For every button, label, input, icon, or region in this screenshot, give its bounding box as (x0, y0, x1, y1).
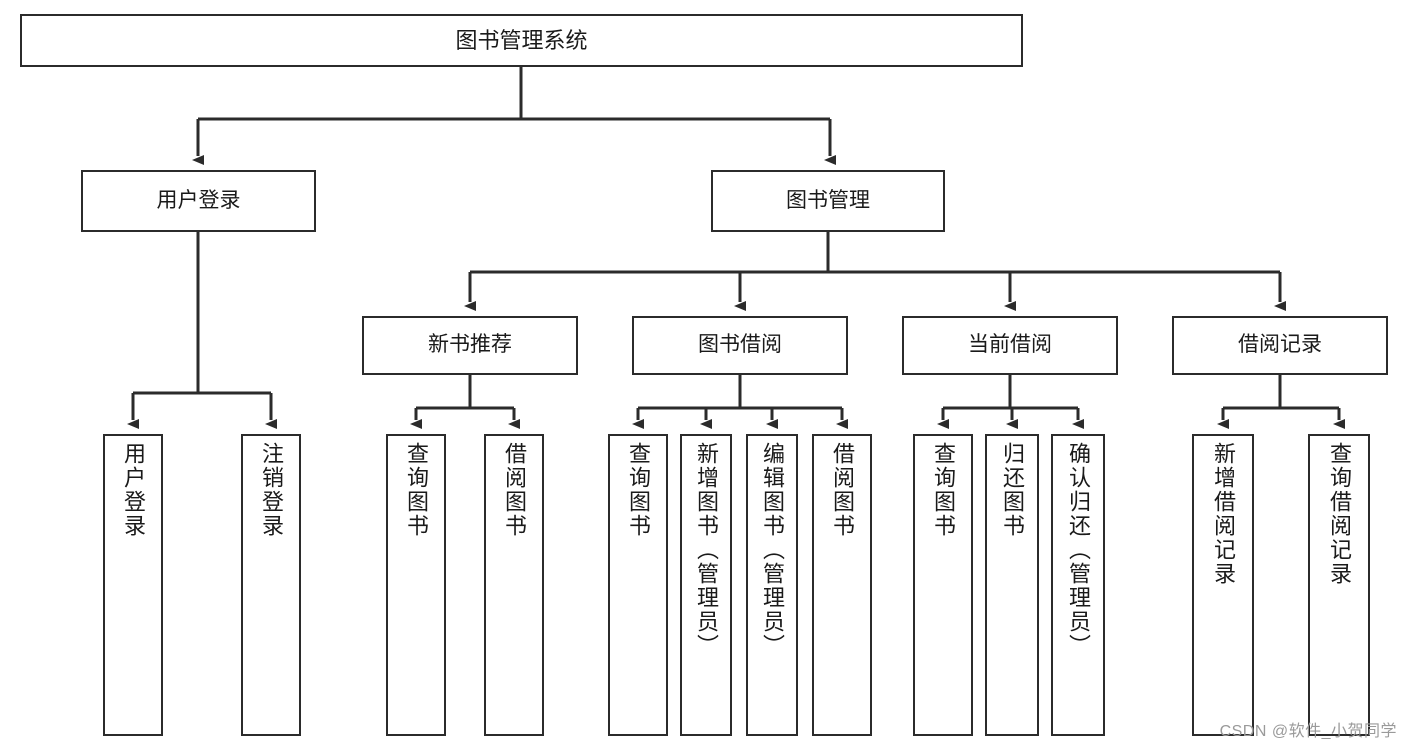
node-leaf-confirm-return[interactable]: 确认归还（管理员） (1051, 434, 1105, 736)
edge-group-user-login (127, 232, 277, 429)
node-leaf-query-book-rec-label: 查询图书 (404, 442, 429, 538)
node-user-login-label: 用户登录 (156, 188, 241, 212)
node-root[interactable]: 图书管理系统 (20, 14, 1023, 67)
node-user-login[interactable]: 用户登录 (81, 170, 316, 232)
node-book-manage-label: 图书管理 (786, 188, 870, 212)
node-leaf-query-book-rec[interactable]: 查询图书 (386, 434, 446, 736)
node-leaf-borrow-book-rec-label: 借阅图书 (502, 442, 527, 538)
node-new-book-rec[interactable]: 新书推荐 (362, 316, 578, 375)
node-borrow-record[interactable]: 借阅记录 (1172, 316, 1388, 375)
node-leaf-edit-book[interactable]: 编辑图书（管理员） (746, 434, 798, 736)
node-root-label: 图书管理系统 (455, 27, 588, 53)
node-leaf-add-book-label: 新增图书（管理员） (694, 442, 719, 658)
node-leaf-query-record-label: 查询借阅记录 (1327, 442, 1352, 586)
node-leaf-return-book[interactable]: 归还图书 (985, 434, 1039, 736)
node-leaf-add-record[interactable]: 新增借阅记录 (1192, 434, 1254, 736)
node-leaf-return-book-label: 归还图书 (1000, 442, 1025, 538)
node-current-borrow-label: 当前借阅 (968, 333, 1052, 357)
node-leaf-borrow-book-rec[interactable]: 借阅图书 (484, 434, 544, 736)
node-current-borrow[interactable]: 当前借阅 (902, 316, 1118, 375)
edge-group-book-borrow (632, 375, 848, 429)
node-leaf-user-logout[interactable]: 注销登录 (241, 434, 301, 736)
node-leaf-borrow-book[interactable]: 借阅图书 (812, 434, 872, 736)
edge-group-borrow-record (1217, 375, 1345, 429)
node-leaf-add-record-label: 新增借阅记录 (1211, 442, 1236, 586)
node-borrow-record-label: 借阅记录 (1238, 333, 1322, 357)
node-leaf-confirm-return-label: 确认归还（管理员） (1066, 442, 1091, 658)
node-book-manage[interactable]: 图书管理 (711, 170, 945, 232)
node-leaf-borrow-book-label: 借阅图书 (830, 442, 855, 538)
node-book-borrow-label: 图书借阅 (698, 333, 782, 357)
node-leaf-user-login[interactable]: 用户登录 (103, 434, 163, 736)
edge-group-new-book-rec (410, 375, 520, 429)
node-leaf-query-record[interactable]: 查询借阅记录 (1308, 434, 1370, 736)
node-new-book-rec-label: 新书推荐 (428, 333, 512, 357)
csdn-watermark: CSDN @软件_小贺同学 (1219, 723, 1397, 740)
node-leaf-user-logout-label: 注销登录 (259, 442, 284, 538)
edge-group-current-borrow (937, 375, 1084, 429)
node-leaf-query-book-borrow[interactable]: 查询图书 (608, 434, 668, 736)
edge-group-book-manage (464, 232, 1286, 311)
node-leaf-query-book-cur-label: 查询图书 (931, 442, 956, 538)
node-leaf-user-login-label: 用户登录 (121, 442, 146, 538)
node-leaf-query-book-cur[interactable]: 查询图书 (913, 434, 973, 736)
node-leaf-edit-book-label: 编辑图书（管理员） (760, 442, 785, 658)
node-leaf-add-book[interactable]: 新增图书（管理员） (680, 434, 732, 736)
node-leaf-query-book-borrow-label: 查询图书 (626, 442, 651, 538)
edge-group-root (192, 67, 836, 165)
node-book-borrow[interactable]: 图书借阅 (632, 316, 848, 375)
